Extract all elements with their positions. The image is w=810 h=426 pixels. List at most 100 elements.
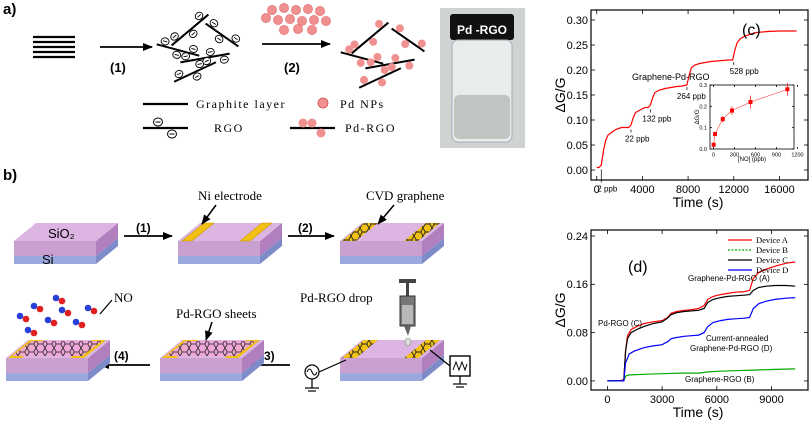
y-tick-label: 0.10 (567, 115, 588, 127)
pd-np-dot (273, 15, 283, 25)
pd-rgo-sheet (365, 53, 415, 75)
substrate-step-2 (340, 223, 444, 264)
inset-point (711, 142, 716, 147)
y-tick-label: 0.2 (699, 104, 707, 110)
pd-np-dot (391, 53, 400, 62)
x-tick-label: 900 (772, 153, 781, 159)
pd-np-dot (405, 61, 414, 70)
charge-minus (162, 40, 168, 43)
rgo-sheet (170, 11, 210, 47)
y-tick-label: 0.05 (567, 140, 588, 152)
pd-rgo-sheet (391, 24, 426, 53)
no-label: NO (114, 290, 133, 305)
series-label: Current-annealed (706, 334, 768, 343)
pd-np-dot (380, 66, 389, 75)
panel-b-label: b) (3, 167, 17, 184)
series-label: Graphene-Pd-RGO (A) (688, 274, 770, 283)
y-tick-label: 0.00 (567, 165, 588, 177)
y-tick-label: 0.08 (567, 327, 588, 339)
step-2-label: (2) (284, 60, 300, 75)
meter-icon (429, 349, 471, 388)
x-tick-label: 6000 (705, 394, 729, 406)
x-tick-label: 1200 (791, 153, 803, 159)
ac-source-icon (304, 359, 347, 392)
pd-rgo-icon (290, 118, 335, 138)
pd-rgo-sheets (340, 19, 426, 89)
y-tick-label: 0.00 (567, 376, 588, 388)
charge-minus (183, 55, 188, 58)
y-tick-label: 0.25 (567, 40, 588, 52)
x-tick-label: 0 (604, 394, 610, 406)
x-tick-label: 0 (712, 153, 715, 159)
chart-c-series-label: Graphene-Pd-RGO (632, 72, 710, 82)
vial-label: Pd -RGO (457, 23, 507, 37)
charge-minus (211, 21, 217, 25)
chart-d-xlabel: Time (s) (673, 404, 724, 420)
concentration-annotation: 2 ppb (597, 185, 618, 194)
rgo-icon (143, 117, 188, 139)
charge-minus (233, 36, 238, 41)
rgo-sheets (156, 11, 241, 83)
step-b4-label: (4) (114, 349, 129, 363)
chart-d-frame (590, 229, 809, 391)
charge-minus (174, 53, 179, 56)
pd-np-dot (387, 62, 396, 71)
step-b1-label: (1) (136, 221, 151, 235)
pd-rgo-sheet (350, 19, 390, 55)
x-tick-label: 600 (751, 153, 760, 159)
panel-a-label: a) (3, 1, 16, 18)
legend-entry: Device A (756, 235, 789, 245)
pd-np-dot (293, 24, 303, 34)
no-molecule (72, 318, 86, 329)
pd-np-dot (378, 78, 387, 87)
rgo-sheet (205, 19, 241, 48)
charge-minus (176, 72, 182, 76)
syringe-icon (399, 279, 416, 347)
charge-minus (197, 63, 202, 65)
inset-xlabel: [NO] (ppb) (738, 157, 766, 163)
x-tick-label: 3000 (650, 394, 674, 406)
pd-np-dot (303, 4, 313, 14)
series-label: Pd-RGO (C) (598, 319, 642, 328)
x-tick-label: 12000 (718, 184, 749, 196)
sio2-label: SiO₂ (48, 226, 75, 241)
cvd-pointer (377, 204, 395, 225)
legend-entry: Device C (756, 255, 788, 265)
inset-point (748, 100, 753, 105)
inset-point (720, 117, 725, 122)
pd-np-dot (417, 39, 426, 48)
legend-graphite: Graphite layer (196, 97, 286, 111)
pd-np-dot (350, 40, 359, 49)
y-tick-label: 0.3 (699, 83, 707, 89)
charge-minus (208, 51, 213, 53)
concentration-annotation: 22 ppb (625, 135, 650, 144)
pd-nanoparticles (261, 3, 331, 35)
ni-label: Ni electrode (198, 188, 262, 203)
chart-c-series-line (596, 30, 797, 169)
charge-minus (191, 47, 196, 50)
vial-photo: Pd -RGO (440, 8, 525, 148)
substrate-step-0: SiO₂ Si (14, 223, 118, 267)
pd-np-dot (356, 58, 365, 67)
chart-d-series (607, 261, 796, 382)
chart-c-ylabel: ΔG/G (552, 77, 568, 112)
no-molecule (58, 306, 72, 317)
concentration-annotation: 132 ppb (642, 115, 671, 124)
rgo-sheet (180, 48, 230, 68)
pd-np-dot (366, 58, 375, 67)
legend-rgo: RGO (214, 121, 244, 135)
substrate-step-4 (160, 340, 264, 381)
substrate-step-1 (178, 222, 282, 264)
y-tick-label: 0.1 (699, 126, 707, 132)
pd-np-dot (321, 16, 331, 26)
x-tick-label: 300 (730, 153, 739, 159)
series-label: Graphene-RGO (B) (685, 375, 755, 384)
pd-np-dot (285, 14, 295, 24)
pd-np-dot (395, 24, 404, 33)
ni-pointer (201, 204, 217, 225)
